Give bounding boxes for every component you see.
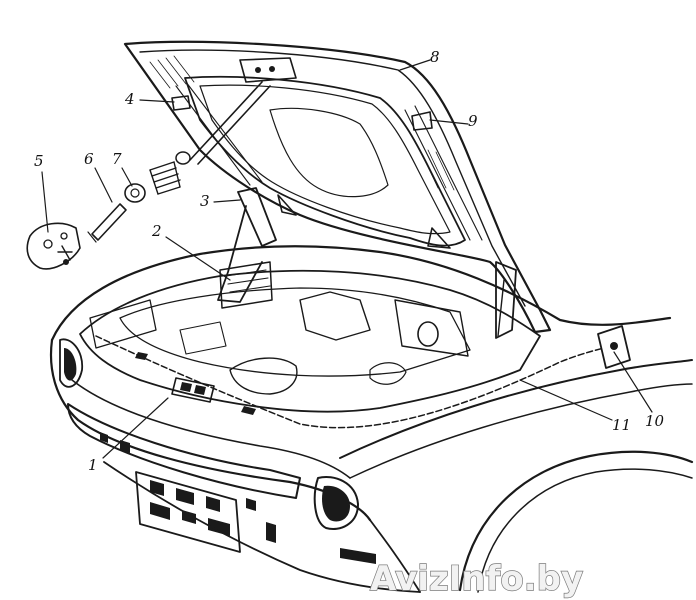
- leader-lines: [41, 59, 653, 459]
- callout-1: 1: [88, 456, 98, 474]
- callout-4: 4: [124, 90, 135, 108]
- callout-5: 5: [34, 152, 44, 170]
- car-body: [49, 245, 694, 593]
- hood-hinge-right: [495, 261, 517, 339]
- callout-labels: 1 2 3 4 5 6 7 8 9 10 11: [34, 48, 665, 474]
- callout-2: 2: [151, 222, 162, 240]
- callout-6: 6: [84, 150, 94, 168]
- callout-7: 7: [112, 150, 122, 168]
- callout-9: 9: [468, 112, 478, 130]
- watermark-text: AvizInfo.by: [370, 559, 583, 599]
- exploded-lock-parts: [26, 81, 271, 270]
- hood-lid: [123, 40, 552, 334]
- callout-8: 8: [430, 48, 440, 66]
- callout-11: 11: [612, 416, 631, 434]
- callout-10: 10: [645, 412, 665, 430]
- callout-3: 3: [200, 192, 210, 210]
